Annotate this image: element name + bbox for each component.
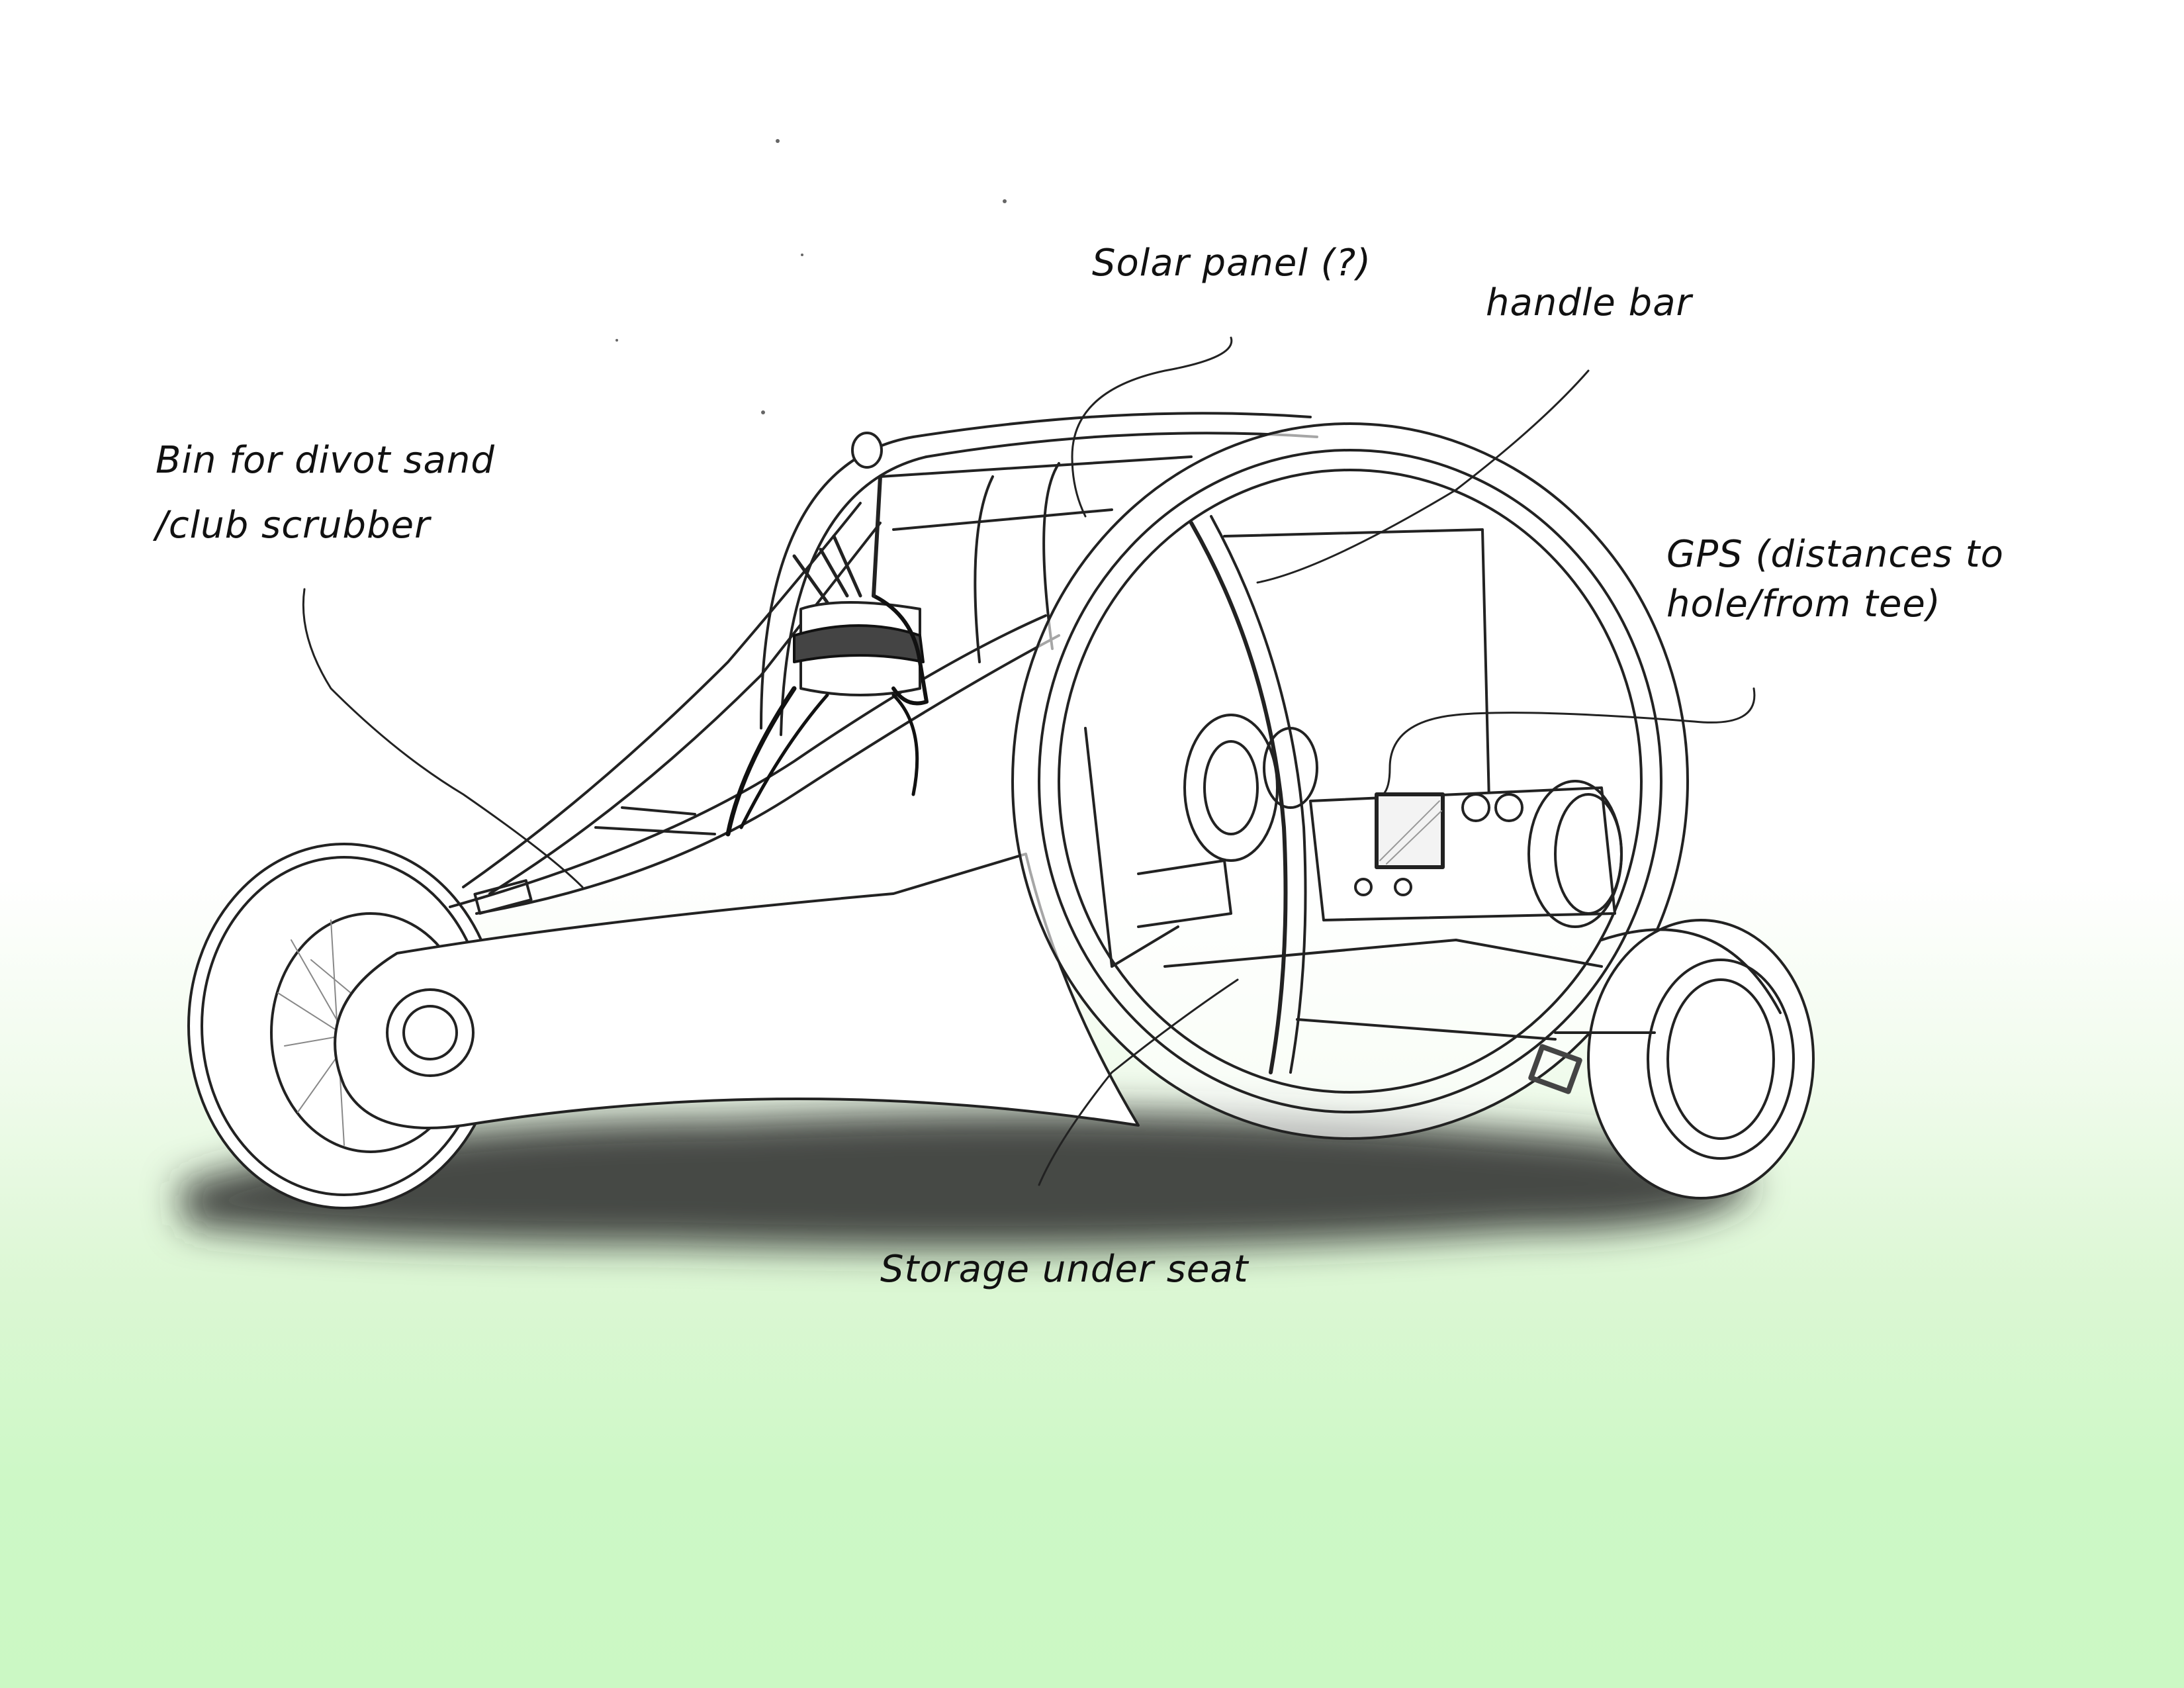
label-bin-line2: /club scrubber	[156, 504, 431, 547]
pencil-specks	[615, 139, 1007, 414]
label-solar-panel: Solar panel (?)	[1092, 242, 1372, 285]
label-storage: Storage under seat	[880, 1248, 1249, 1291]
interior	[1084, 528, 1623, 1041]
front-ring-wheel	[1011, 422, 1689, 1140]
leader-handle-bar	[1256, 369, 1590, 584]
ground-shadow	[179, 1111, 1754, 1249]
label-bin-line1: Bin for divot sand	[156, 439, 495, 482]
cart-drawing	[187, 412, 1815, 1209]
leader-solar-panel	[1071, 336, 1233, 518]
cart-body	[334, 502, 1140, 1129]
canopy-frame	[760, 412, 1318, 736]
label-gps-line2: hole/from tee)	[1666, 583, 1941, 626]
golf-bag	[725, 432, 929, 837]
leader-storage	[1038, 978, 1239, 1186]
leader-bin	[302, 588, 584, 888]
front-wheel	[1528, 919, 1815, 1199]
annotation-leaders	[302, 336, 1756, 1186]
leader-gps	[1382, 687, 1756, 796]
label-gps-line1: GPS (distances to	[1666, 533, 2004, 576]
label-handle-bar: handle bar	[1486, 281, 1692, 324]
